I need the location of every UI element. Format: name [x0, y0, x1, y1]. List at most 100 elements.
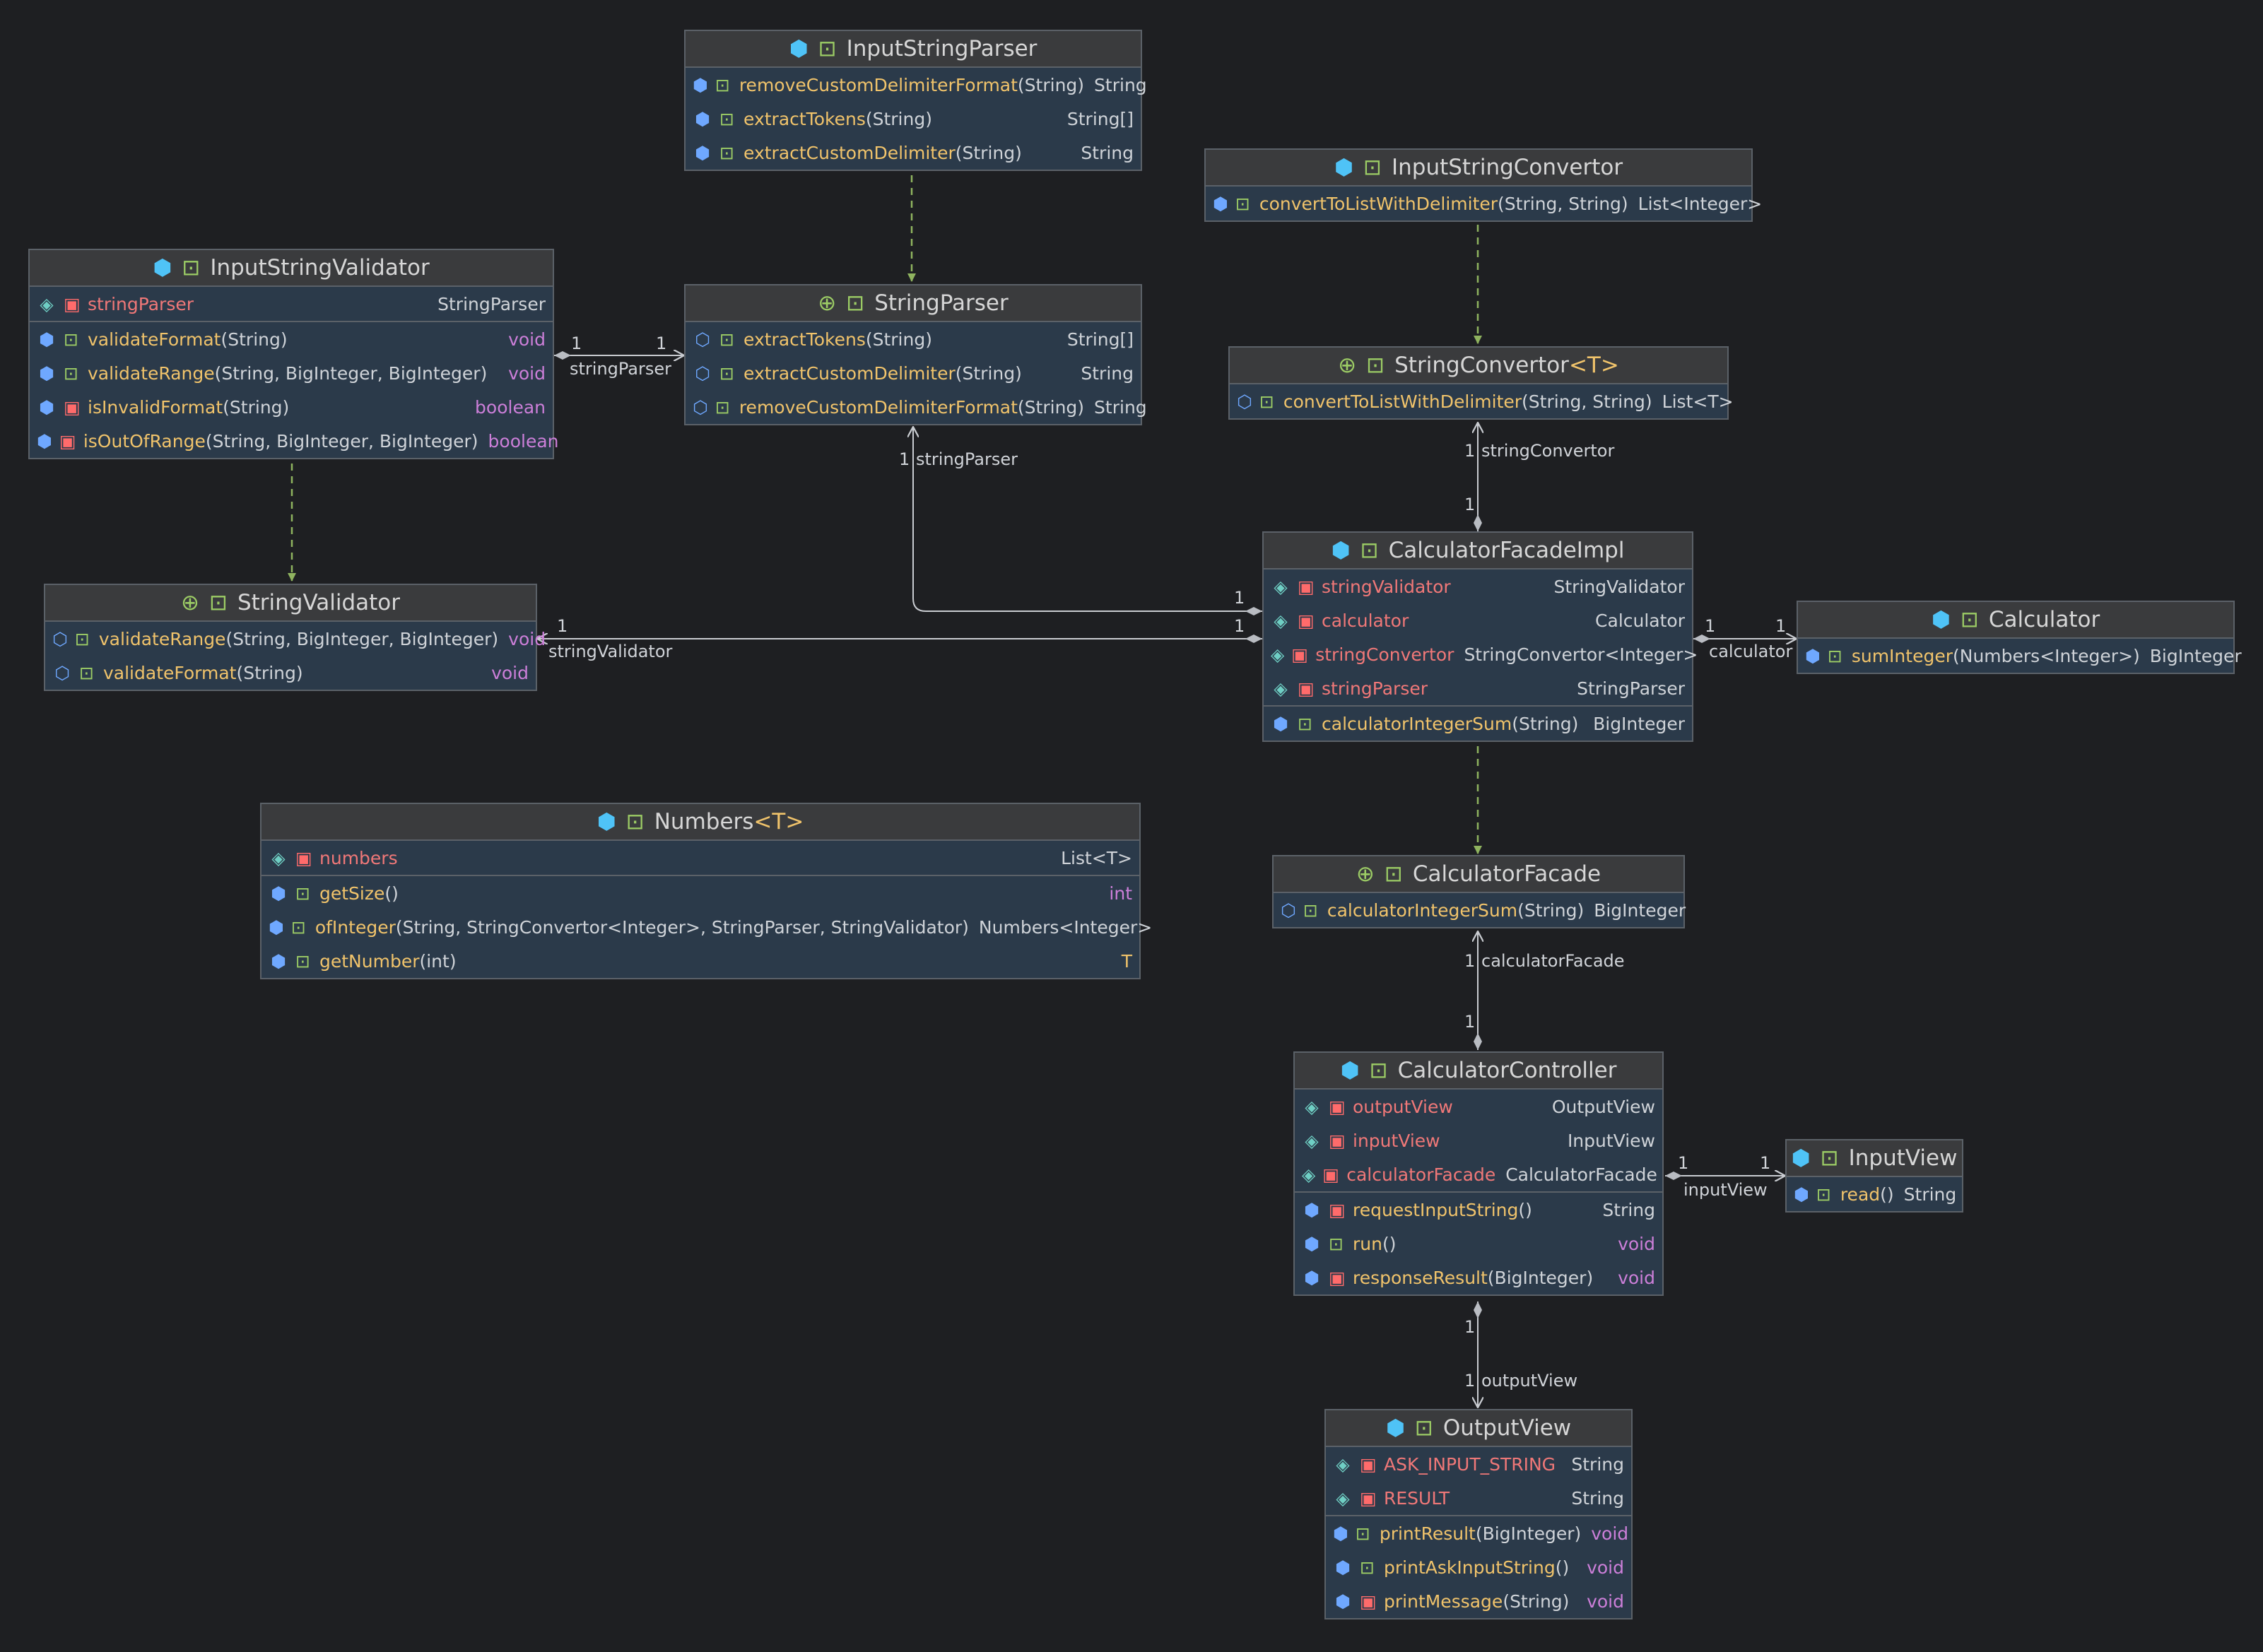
static-field-tag-icon: ◈ — [1336, 1453, 1350, 1475]
method-icon: ⬢ — [1304, 1267, 1319, 1288]
method-row[interactable]: ⬢▣isOutOfRange(String, BigInteger, BigIn… — [30, 424, 559, 458]
method-icon: ⬡ — [54, 662, 70, 683]
mult-label: 1 — [1464, 1012, 1476, 1032]
class-box-calculatorfacade[interactable]: ⊕⊡CalculatorFacade ⬡⊡calculatorIntegerSu… — [1272, 855, 1686, 928]
method-row[interactable]: ⬢▣printMessage(String)void — [1326, 1584, 1631, 1618]
unlock-icon: ⊡ — [1820, 1145, 1839, 1171]
lock-icon: ▣ — [1329, 1267, 1346, 1288]
mult-label: 1 — [656, 334, 667, 353]
method-row[interactable]: ⬡⊡validateRange(String, BigInteger, BigI… — [45, 622, 546, 656]
lock-icon: ▣ — [1329, 1096, 1346, 1117]
field-name: stringParser — [88, 293, 194, 314]
method-icon: ⬢ — [39, 329, 54, 350]
lock-icon: ▣ — [1298, 576, 1315, 597]
method-icon: ⬢ — [1805, 645, 1821, 666]
method-name: extractCustomDelimiter — [743, 362, 956, 384]
class-title: InputStringValidator — [210, 255, 430, 281]
field-type: Calculator — [1595, 610, 1685, 631]
lock-icon: ▣ — [1329, 1199, 1346, 1220]
method-args: () — [1880, 1184, 1894, 1205]
method-args: (String) — [955, 362, 1022, 384]
class-box-stringvalidator[interactable]: ⊕⊡StringValidator ⬡⊡validateRange(String… — [44, 584, 546, 691]
method-row[interactable]: ⬡⊡convertToListWithDelimiter(String, Str… — [1230, 384, 1734, 418]
field-tag-icon: ◈ — [40, 293, 54, 314]
field-type: String — [1571, 1453, 1624, 1475]
class-box-inputstringconvertor[interactable]: ⬢⊡InputStringConvertor ⬢⊡convertToListWi… — [1204, 148, 1762, 222]
method-row[interactable]: ⬢⊡calculatorIntegerSum(String)BigInteger — [1264, 707, 1692, 741]
method-row[interactable]: ⬡⊡extractCustomDelimiter(String)String — [686, 356, 1141, 390]
method-row[interactable]: ⬢▣requestInputString()String — [1295, 1193, 1662, 1227]
unlock-icon: ⊡ — [1298, 713, 1312, 734]
method-row[interactable]: ⬢⊡validateFormat(String)void — [30, 322, 553, 356]
method-row[interactable]: ⬢⊡convertToListWithDelimiter(String, Str… — [1206, 187, 1762, 220]
class-icon: ⬢ — [1931, 607, 1951, 632]
method-row[interactable]: ⬢⊡extractCustomDelimiter(String)String — [686, 136, 1141, 170]
class-box-stringparser[interactable]: ⊕⊡StringParser ⬡⊡extractTokens(String)St… — [684, 284, 1147, 425]
lock-icon: ▣ — [64, 396, 81, 418]
method-row[interactable]: ⬢⊡getNumber(int)T — [261, 944, 1139, 978]
method-row[interactable]: ⬢⊡getSize()int — [261, 876, 1139, 910]
method-name: responseResult — [1353, 1267, 1488, 1288]
method-row[interactable]: ⬢⊡extractTokens(String)String[] — [686, 102, 1141, 136]
return-type: String — [1094, 396, 1147, 418]
lock-icon: ▣ — [1360, 1487, 1377, 1509]
method-icon: ⬢ — [1304, 1199, 1319, 1220]
return-type: boolean — [488, 430, 559, 452]
method-row[interactable]: ⬡⊡validateFormat(String)void — [45, 656, 536, 690]
method-row[interactable]: ⬢⊡printResult(BigInteger)void — [1326, 1516, 1631, 1550]
class-icon: ⬢ — [1340, 1058, 1360, 1083]
method-name: printMessage — [1384, 1591, 1503, 1612]
method-row[interactable]: ⬢⊡removeCustomDelimiterFormat(String)Str… — [686, 68, 1147, 102]
method-args: (String, BigInteger, BigInteger) — [205, 430, 478, 452]
method-row[interactable]: ⬢▣isInvalidFormat(String)boolean — [30, 390, 553, 424]
field-tag-icon: ◈ — [1274, 576, 1288, 597]
role-label: outputView — [1481, 1371, 1578, 1391]
class-box-calculator[interactable]: ⬢⊡Calculator ⬢⊡sumInteger(Numbers<Intege… — [1797, 601, 2242, 674]
unlock-icon: ⊡ — [1366, 353, 1385, 378]
return-type: String — [1081, 362, 1134, 384]
method-name: extractCustomDelimiter — [743, 142, 956, 163]
class-box-inputview[interactable]: ⬢⊡InputView ⬢⊡read()String — [1785, 1139, 1963, 1213]
field-name: outputView — [1353, 1096, 1453, 1117]
method-row[interactable]: ⬡⊡extractTokens(String)String[] — [686, 322, 1141, 356]
method-row[interactable]: ⬡⊡removeCustomDelimiterFormat(String)Str… — [686, 390, 1147, 424]
role-label: calculatorFacade — [1481, 951, 1625, 971]
method-row[interactable]: ⬢⊡ofInteger(String, StringConvertor<Inte… — [261, 910, 1152, 944]
method-row[interactable]: ⬢⊡printAskInputString()void — [1326, 1550, 1631, 1584]
unlock-icon: ⊡ — [295, 883, 310, 904]
class-box-calculatorfacadeimpl[interactable]: ⬢⊡CalculatorFacadeImpl ◈▣stringValidator… — [1262, 531, 1698, 742]
method-args: (String) — [221, 329, 288, 350]
method-row[interactable]: ⬢⊡run()void — [1295, 1227, 1662, 1261]
return-type: void — [1587, 1557, 1624, 1578]
method-args: (String) — [1512, 713, 1579, 734]
mult-label: 1 — [1464, 1371, 1476, 1391]
method-row[interactable]: ⬢⊡validateRange(String, BigInteger, BigI… — [30, 356, 553, 390]
method-args: (String) — [865, 329, 932, 350]
method-row[interactable]: ⬢⊡sumInteger(Numbers<Integer>)BigInteger — [1798, 639, 2242, 673]
class-box-stringconvertor[interactable]: ⊕⊡StringConvertor<T> ⬡⊡convertToListWith… — [1228, 346, 1734, 420]
class-box-inputstringparser[interactable]: ⬢⊡InputStringParser ⬢⊡removeCustomDelimi… — [684, 30, 1147, 171]
method-row[interactable]: ⬢▣responseResult(BigInteger)void — [1295, 1261, 1662, 1294]
unlock-icon: ⊡ — [719, 108, 734, 129]
unlock-icon: ⊡ — [719, 362, 734, 384]
class-title: Numbers — [654, 809, 754, 834]
field-name: numbers — [319, 847, 398, 868]
method-row[interactable]: ⬡⊡calculatorIntegerSum(String)BigInteger — [1274, 893, 1686, 927]
interface-icon: ⊕ — [1356, 861, 1375, 887]
method-row[interactable]: ⬢⊡read()String — [1787, 1177, 1962, 1211]
